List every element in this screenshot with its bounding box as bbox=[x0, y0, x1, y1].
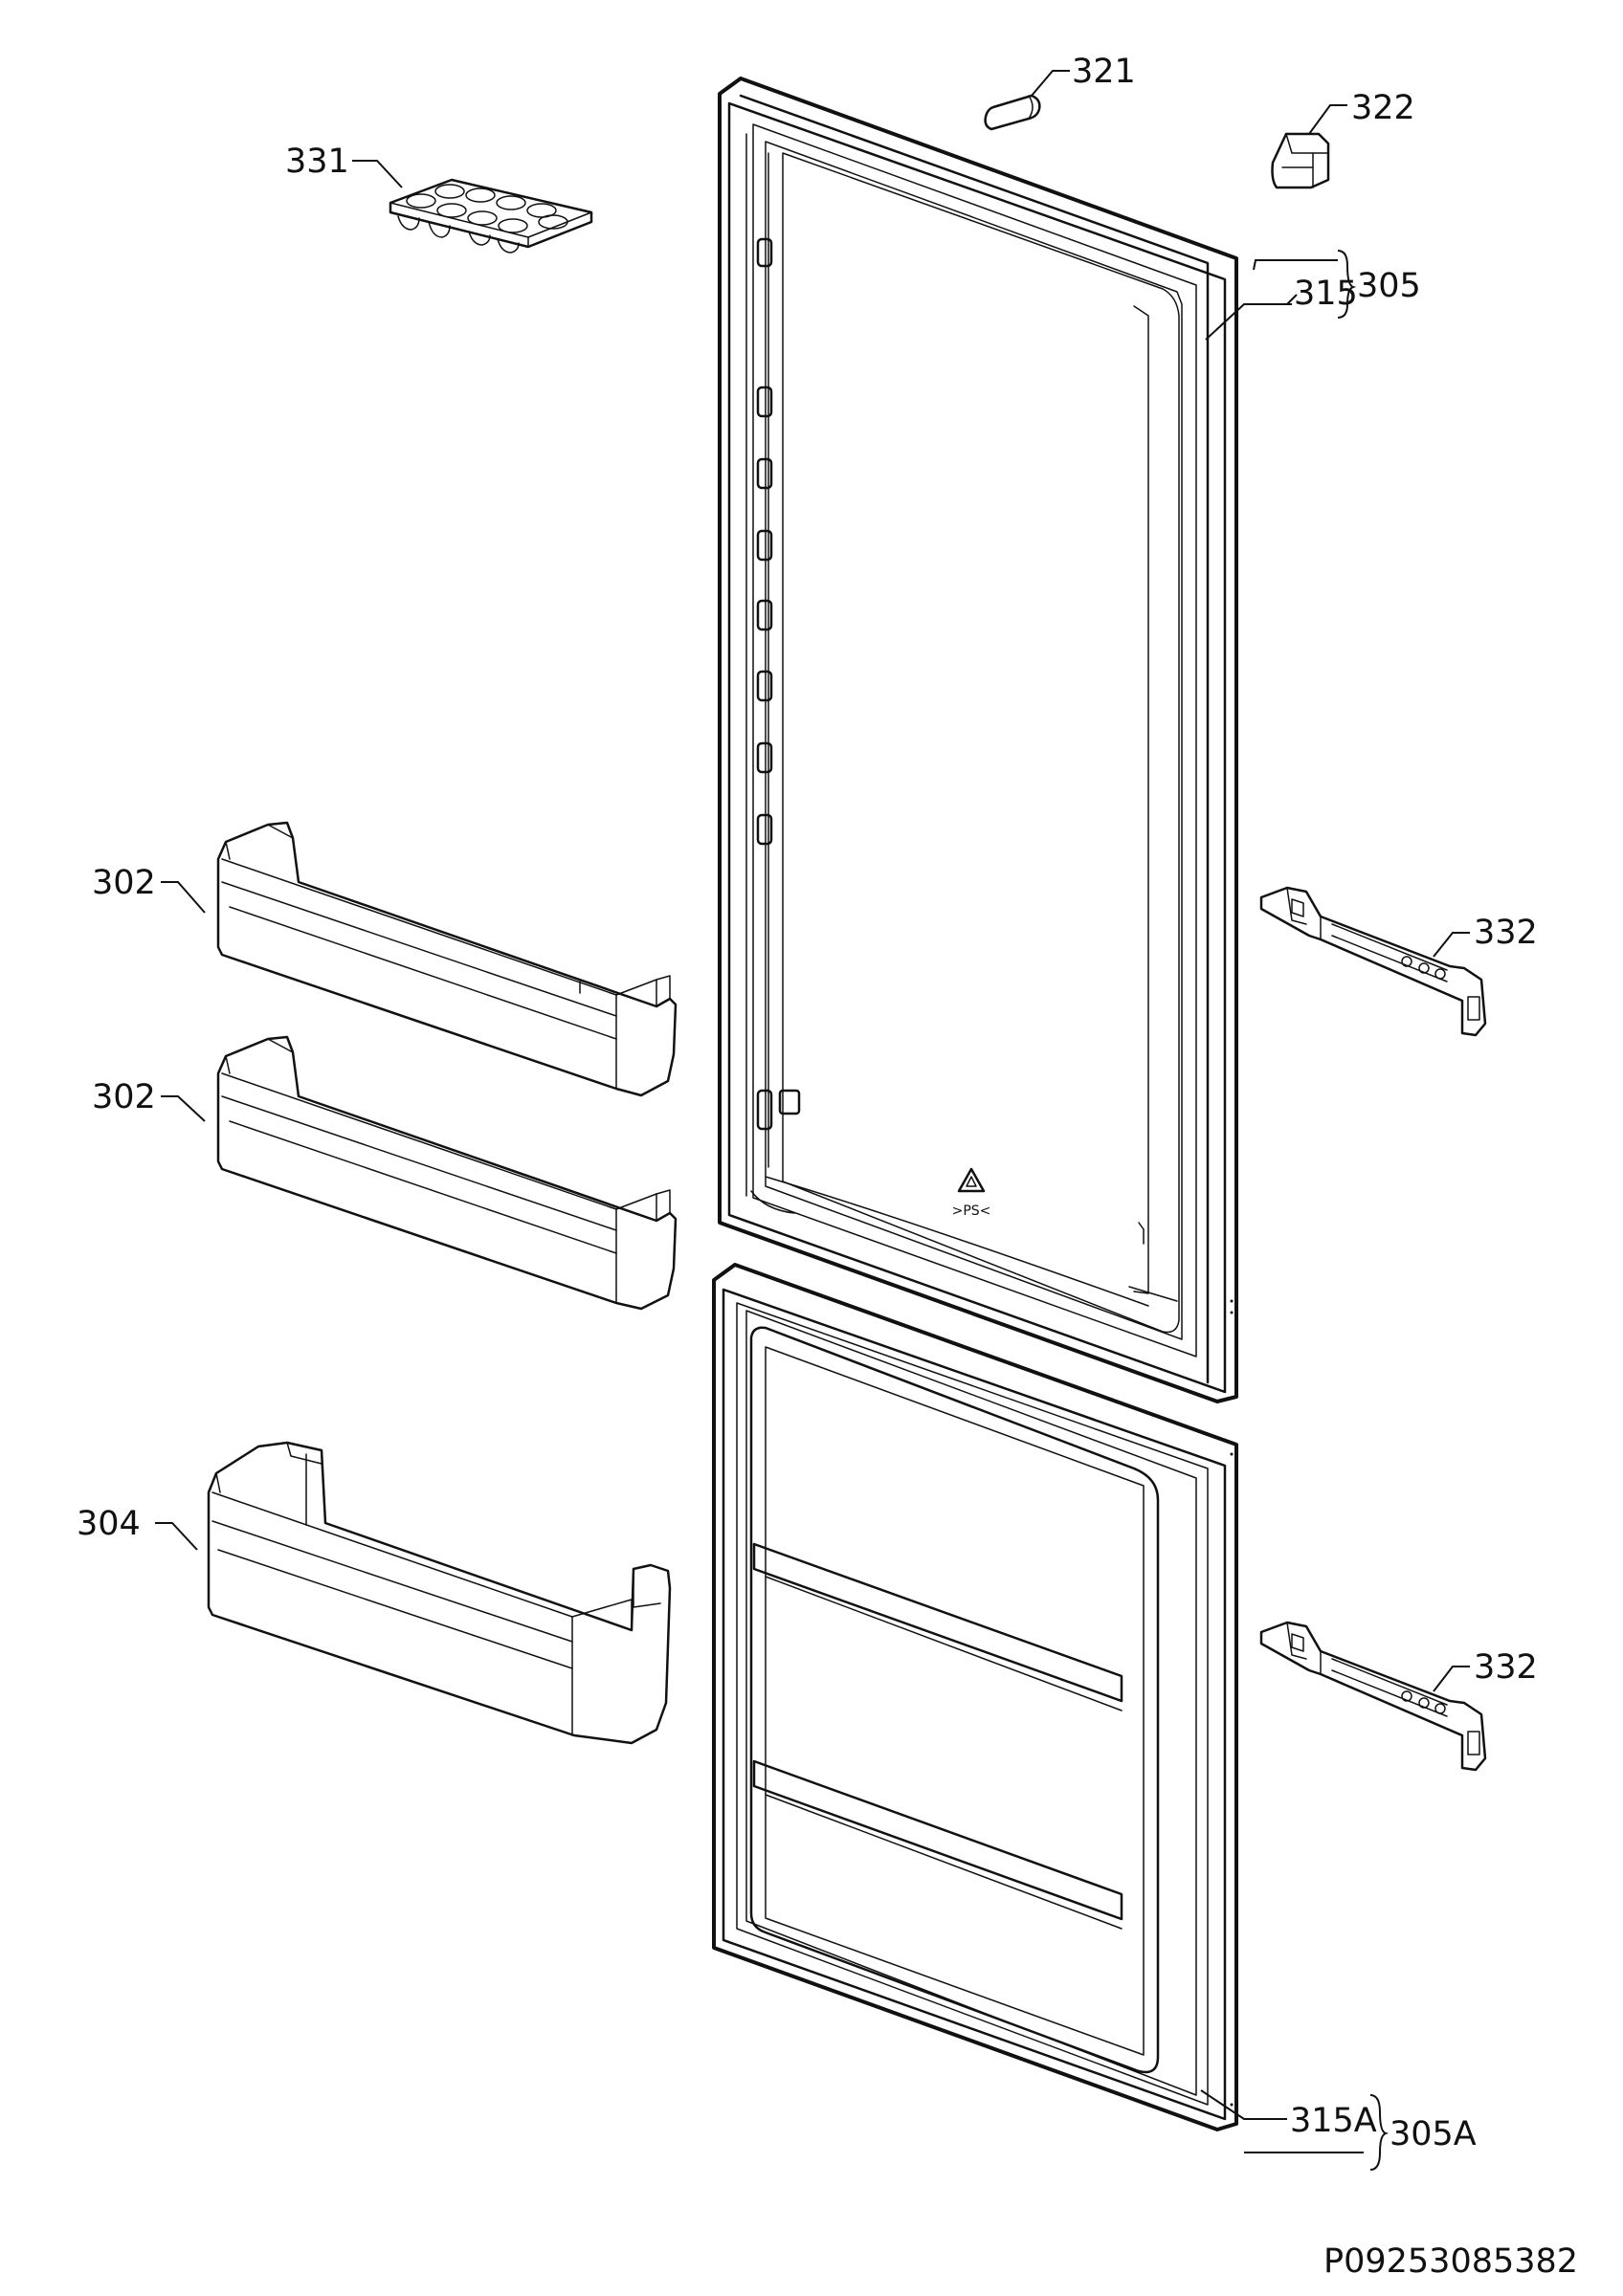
callout-304: 304 bbox=[77, 1505, 141, 1543]
part-302-door-shelf-upper bbox=[216, 821, 678, 1097]
part-304-bottle-shelf bbox=[207, 1441, 672, 1745]
leader-lines bbox=[155, 70, 1470, 2171]
drawing-id: P09253085382 bbox=[1323, 2242, 1578, 2281]
lower-door bbox=[712, 1263, 1238, 2131]
callout-331: 331 bbox=[285, 143, 349, 181]
part-331-egg-tray bbox=[389, 178, 593, 254]
part-322-handle-cap bbox=[1271, 132, 1330, 189]
upper-door: >PS< bbox=[718, 77, 1238, 1403]
callout-332-lower: 332 bbox=[1474, 1648, 1538, 1687]
callout-305: 305 bbox=[1357, 267, 1421, 305]
callout-labels: 321 322 331 315 305 302 302 332 304 332 … bbox=[77, 53, 1578, 2281]
part-321-pin bbox=[984, 94, 1041, 131]
hinge-holes-upper bbox=[1230, 1299, 1234, 1314]
callout-302-upper: 302 bbox=[92, 864, 156, 902]
part-332-hinge-upper bbox=[1259, 886, 1487, 1037]
callout-315A: 315A bbox=[1290, 2102, 1377, 2140]
callout-321: 321 bbox=[1072, 53, 1136, 91]
shelf-slots bbox=[756, 237, 801, 1131]
part-302-door-shelf-lower bbox=[216, 1035, 678, 1311]
callout-332-upper: 332 bbox=[1474, 914, 1538, 952]
part-332-hinge-lower bbox=[1259, 1621, 1487, 1772]
callout-302-lower: 302 bbox=[92, 1078, 156, 1116]
recycling-symbol: >PS< bbox=[952, 1167, 991, 1219]
callout-322: 322 bbox=[1351, 89, 1415, 127]
material-marking: >PS< bbox=[952, 1203, 991, 1219]
callout-305A: 305A bbox=[1390, 2115, 1477, 2153]
callout-315: 315 bbox=[1294, 275, 1358, 313]
hinge-holes-lower bbox=[1230, 1452, 1234, 2107]
